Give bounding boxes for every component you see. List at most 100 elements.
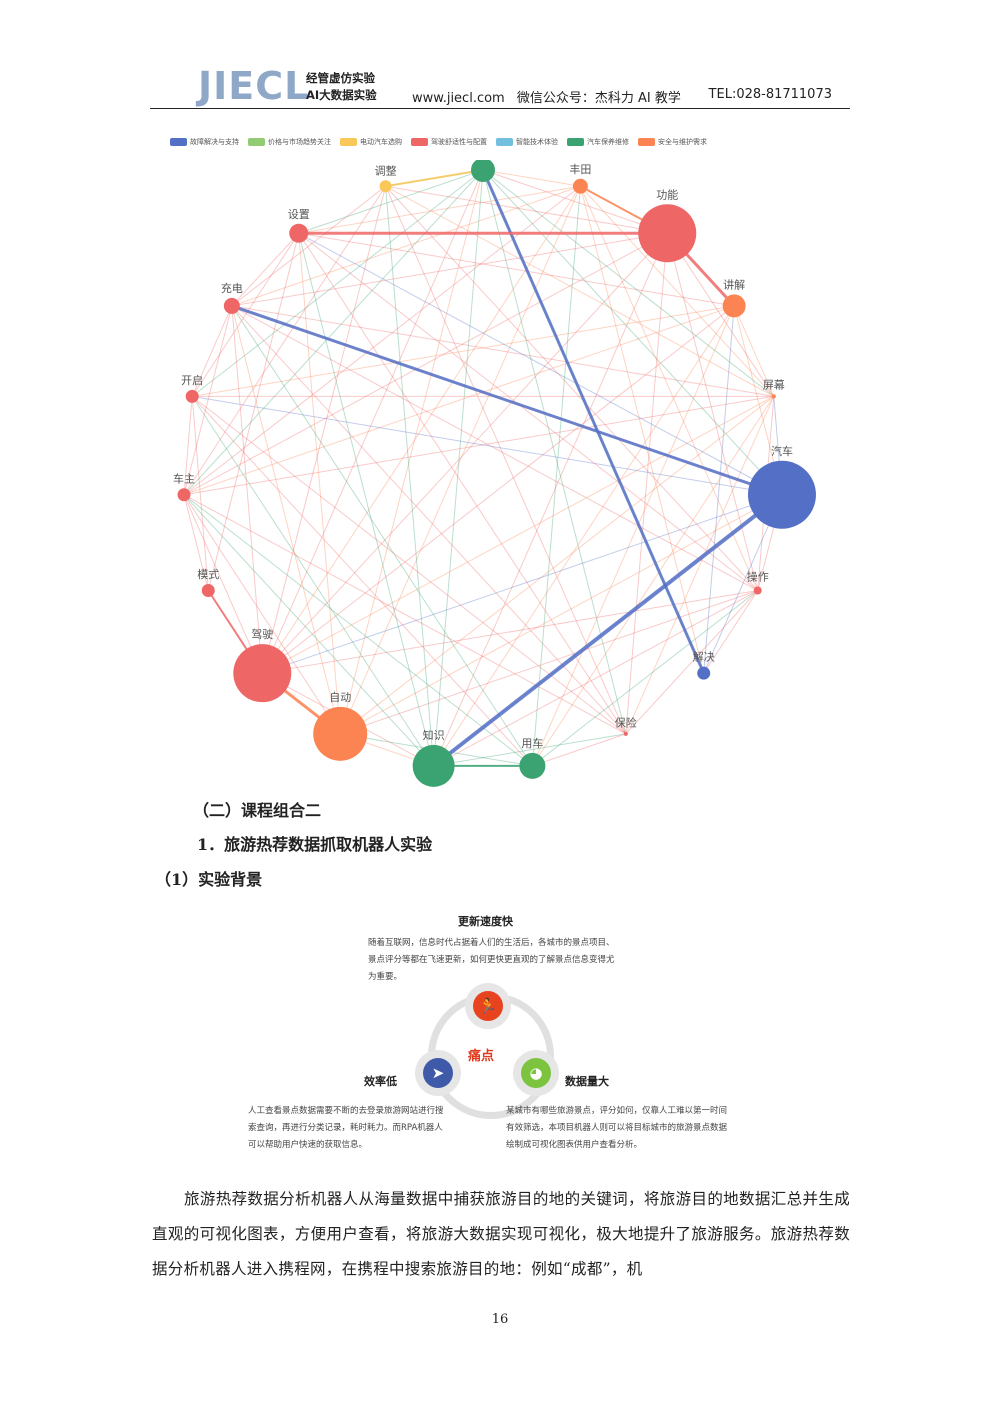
graph-link	[231, 305, 341, 734]
speed-node: 🏃	[465, 983, 511, 1029]
graph-node[interactable]	[313, 706, 368, 761]
graph-link	[703, 590, 759, 674]
graph-link	[625, 590, 759, 735]
graph-node[interactable]	[177, 488, 191, 502]
graph-link	[666, 233, 759, 591]
legend-label: 汽车保养维修	[587, 138, 629, 146]
graph-link	[183, 305, 233, 495]
graph-node-label: 功能	[656, 187, 678, 201]
logo-text: JIECL	[198, 64, 310, 108]
efficiency-node: ➤	[415, 1050, 461, 1096]
graph-link	[183, 169, 484, 496]
graph-link	[262, 494, 783, 674]
graph-link	[433, 305, 735, 767]
pain-point-label: 痛点	[468, 1049, 495, 1064]
legend-item[interactable]: 故障解决与支持	[170, 137, 239, 147]
graph-link	[183, 185, 581, 496]
graph-node-label: 操作	[747, 570, 769, 584]
graph-link	[433, 169, 484, 766]
header-divider	[150, 108, 850, 109]
graph-link	[532, 590, 759, 767]
graph-node[interactable]	[289, 223, 309, 243]
graph-links-strong	[207, 169, 784, 768]
legend-item[interactable]: 智能技术体验	[496, 137, 558, 147]
top-point-title: 更新速度快	[458, 915, 513, 928]
graph-node[interactable]	[623, 731, 628, 736]
runner-icon: 🏃	[473, 991, 503, 1021]
graph-node[interactable]	[722, 294, 746, 318]
graph-link	[191, 305, 233, 397]
graph-strong-link	[231, 304, 783, 497]
graph-node[interactable]	[233, 644, 292, 703]
graph-node-label: 设置	[288, 208, 310, 221]
graph-link	[191, 396, 209, 591]
graph-link	[625, 233, 668, 734]
graph-link	[298, 232, 759, 591]
graph-strong-link	[432, 493, 784, 768]
logo-subtitle: 经管虚仿实验 AI大数据实验	[306, 70, 377, 104]
graph-node[interactable]	[572, 178, 588, 194]
graph-link	[385, 185, 759, 591]
legend-swatch	[340, 138, 357, 146]
logo-subtitle-line1: 经管虚仿实验	[306, 71, 375, 85]
graph-link	[192, 305, 735, 397]
graph-node[interactable]	[185, 389, 199, 403]
graph-legend: 故障解决与支持价格与市场趋势关注电动汽车选购驾驶舒适性与配置智能技术体验 汽车保养…	[170, 137, 707, 147]
graph-node[interactable]	[412, 744, 455, 787]
graph-node[interactable]	[753, 586, 762, 595]
graph-node[interactable]	[223, 297, 240, 314]
graph-node[interactable]	[519, 752, 546, 779]
graph-link	[385, 186, 627, 735]
graph-link	[183, 494, 209, 591]
graph-link	[192, 395, 783, 496]
left-point-text: 人工查看景点数据需要不断的去登录旅游网站进行搜 索查询，再进行分类记录，耗时耗力…	[248, 1103, 444, 1154]
subsection-heading: 1．旅游热荐数据抓取机器人实验	[197, 835, 433, 854]
legend-swatch	[170, 138, 187, 146]
right-point-text-line: 某城市有哪些旅游景点，评分如何，仅靠人工难以第一时间	[506, 1106, 728, 1116]
graph-node-label: 屏幕	[763, 377, 785, 391]
graph-node[interactable]	[471, 160, 495, 182]
graph-node[interactable]	[747, 460, 816, 529]
graph-node-label: 汽车	[771, 444, 793, 458]
graph-strong-link	[481, 169, 706, 674]
graph-link	[339, 395, 775, 735]
legend-item[interactable]: 汽车保养维修	[567, 137, 629, 147]
legend-item[interactable]: 安全与维护需求	[638, 137, 707, 147]
legend-swatch	[567, 138, 584, 146]
graph-node-label: 车主	[173, 471, 195, 485]
graph-link	[385, 186, 435, 766]
data-volume-node: ◕	[513, 1050, 559, 1096]
graph-node-label: 驾驶	[251, 627, 273, 641]
right-point-text-line: 绘制成可视化图表供用户查看分析。	[506, 1140, 643, 1150]
graph-node[interactable]	[771, 394, 776, 399]
graph-node[interactable]	[201, 584, 215, 598]
graph-link	[231, 305, 263, 674]
graph-link	[183, 395, 774, 496]
graph-link	[298, 232, 735, 307]
graph-link	[183, 494, 341, 735]
graph-link	[733, 305, 775, 397]
legend-item[interactable]: 驾驶舒适性与配置	[411, 137, 487, 147]
graph-node[interactable]	[638, 204, 697, 263]
graph-link	[231, 232, 668, 307]
graph-link	[433, 733, 626, 767]
legend-swatch	[496, 138, 513, 146]
graph-link	[433, 233, 668, 767]
graph-link	[261, 185, 581, 674]
graph-link	[231, 305, 627, 735]
graph-node[interactable]	[379, 180, 392, 193]
graph-node-label: 保险	[615, 715, 637, 729]
graph-link	[261, 186, 387, 674]
legend-item[interactable]: 价格与市场趋势关注	[248, 137, 331, 147]
top-point-text: 随着互联网，信息时代占据着人们的生活后，各城市的景点项目、 景点评分等都在飞速更…	[368, 935, 615, 986]
graph-node-label: 丰田	[569, 163, 591, 176]
legend-swatch	[248, 138, 265, 146]
header-contact: www.jiecl.com 微信公众号：杰科力 AI 教学	[412, 87, 689, 106]
graph-node[interactable]	[697, 666, 711, 680]
top-point-text-line: 为重要。	[368, 972, 403, 982]
graph-link	[261, 169, 484, 674]
graph-node-label: 开启	[181, 374, 203, 387]
keyword-network-graph: 方法丰田功能讲解屏幕汽车操作解决保险用车知识自动驾驶模式车主开启充电设置调整	[173, 160, 816, 787]
legend-item[interactable]: 电动汽车选购	[340, 137, 402, 147]
legend-label: 安全与维护需求	[658, 138, 707, 146]
